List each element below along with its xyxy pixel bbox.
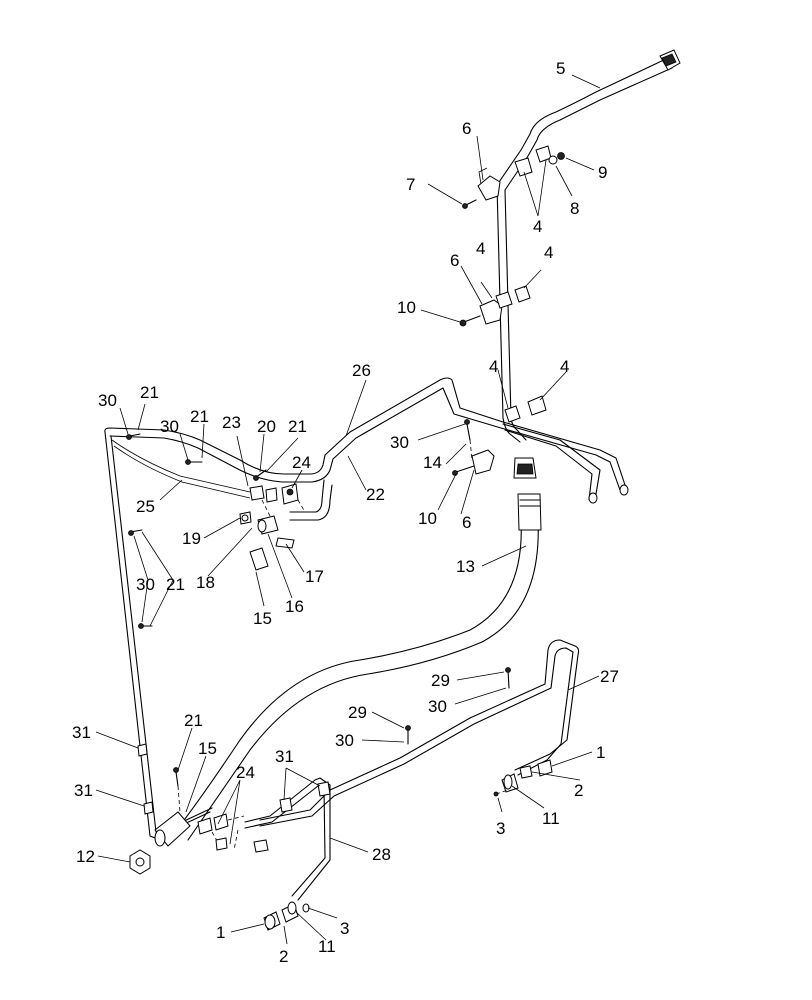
bolt-7 <box>462 199 477 209</box>
callout-12: 12 <box>76 847 95 866</box>
callout-23: 23 <box>222 413 241 432</box>
callout-2: 2 <box>574 781 583 800</box>
callout-3: 3 <box>340 919 349 938</box>
callout-4: 4 <box>533 217 542 236</box>
nut-12 <box>129 849 151 875</box>
callout-30: 30 <box>335 731 354 750</box>
callout-30: 30 <box>98 391 117 410</box>
callout-21: 21 <box>184 711 203 730</box>
callout-30: 30 <box>136 575 155 594</box>
callout-1: 1 <box>596 743 605 762</box>
callout-7: 7 <box>406 175 415 194</box>
clamp-4-mid-right <box>514 285 531 303</box>
callout-labels: 5 6 7 9 8 4 6 4 4 10 26 4 4 30 21 30 21 … <box>72 59 619 966</box>
callout-11: 11 <box>542 809 560 828</box>
fitting-15-lower <box>154 811 191 847</box>
callout-6: 6 <box>462 513 471 532</box>
fittings-bottom-end <box>263 901 310 931</box>
callout-29: 29 <box>348 703 367 722</box>
callout-31: 31 <box>74 781 93 800</box>
callout-20: 20 <box>257 417 276 436</box>
callout-26: 26 <box>352 361 371 380</box>
bolt-14-30 <box>464 419 473 461</box>
callout-31: 31 <box>275 747 294 766</box>
nut-9-washer-8 <box>548 152 565 165</box>
callout-30: 30 <box>390 433 409 452</box>
callout-17: 17 <box>305 567 324 586</box>
callout-6: 6 <box>462 119 471 138</box>
callout-10: 10 <box>418 509 437 528</box>
callout-13: 13 <box>456 557 475 576</box>
callout-2: 2 <box>279 947 288 966</box>
fittings-right-end <box>493 759 553 797</box>
clip-31 <box>137 743 331 815</box>
callout-22: 22 <box>366 485 385 504</box>
callout-27: 27 <box>600 667 619 686</box>
callout-15: 15 <box>198 739 217 758</box>
callout-1: 1 <box>216 923 225 942</box>
callout-4: 4 <box>544 243 553 262</box>
callout-30: 30 <box>428 697 447 716</box>
bracket-6-mid <box>479 291 513 325</box>
clamp-4-lower <box>504 395 547 423</box>
callout-4: 4 <box>489 357 498 376</box>
hose-13 <box>174 457 542 841</box>
bolt-21-lower <box>173 767 181 813</box>
callout-6: 6 <box>450 251 459 270</box>
callout-14: 14 <box>423 453 442 472</box>
callout-10: 10 <box>397 298 416 317</box>
callout-5: 5 <box>556 59 565 78</box>
bolt-10-mid <box>459 315 481 327</box>
bracket-6-lower <box>452 449 495 476</box>
leader-lines <box>95 74 601 945</box>
callout-16: 16 <box>285 597 304 616</box>
callout-30: 30 <box>160 417 179 436</box>
callout-31: 31 <box>72 723 91 742</box>
clamp-4-top <box>514 145 552 177</box>
callout-8: 8 <box>570 199 579 218</box>
fittings-upper-cluster <box>239 483 306 571</box>
callout-21: 21 <box>190 407 209 426</box>
callout-3: 3 <box>496 819 505 838</box>
bolt-21-30-top-left <box>126 433 267 629</box>
tube-5 <box>496 49 681 443</box>
bolt-29-30-right <box>405 667 511 745</box>
callout-24: 24 <box>236 763 255 782</box>
bracket-6-top <box>477 167 501 201</box>
tube-27 <box>259 639 580 827</box>
callout-11: 11 <box>318 937 336 956</box>
callout-18: 18 <box>196 573 215 592</box>
tube-26 <box>104 377 629 504</box>
callout-24: 24 <box>292 453 311 472</box>
tube-28 <box>244 777 331 901</box>
callout-28: 28 <box>372 845 391 864</box>
callout-15: 15 <box>253 609 272 628</box>
callout-21: 21 <box>140 383 159 402</box>
callout-21: 21 <box>166 575 185 594</box>
callout-4: 4 <box>476 239 485 258</box>
callout-19: 19 <box>182 529 201 548</box>
callout-21: 21 <box>288 417 307 436</box>
callout-4: 4 <box>560 357 569 376</box>
tube-frame-left <box>104 431 213 841</box>
tube-25 <box>111 439 251 499</box>
fittings-24-lower <box>197 813 269 853</box>
callout-9: 9 <box>598 163 607 182</box>
callout-25: 25 <box>136 497 155 516</box>
callout-29: 29 <box>431 671 450 690</box>
tube-22 <box>289 479 333 521</box>
